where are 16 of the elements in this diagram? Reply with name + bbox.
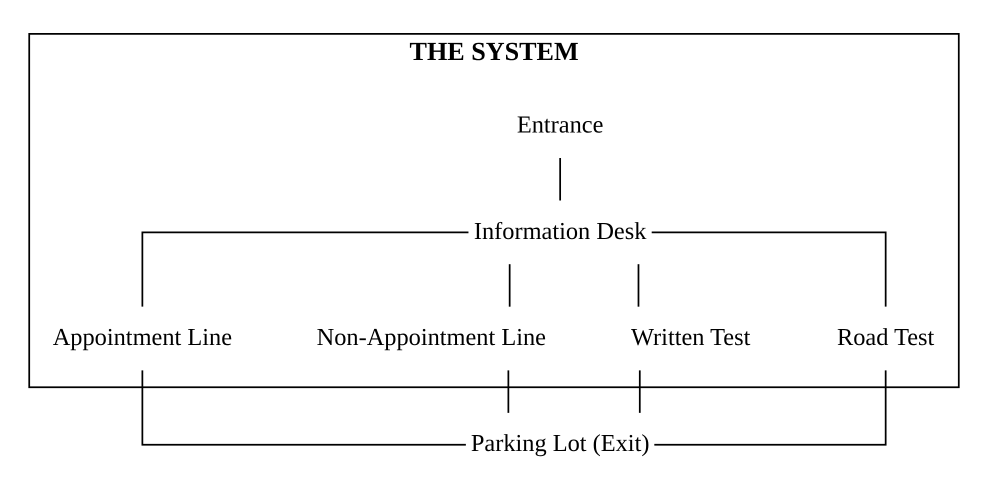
- connector: [652, 231, 887, 307]
- node-text: Information Desk: [474, 218, 646, 245]
- connector: [654, 370, 887, 446]
- connector: [638, 370, 641, 413]
- connector: [142, 231, 468, 307]
- node-text: Entrance: [516, 112, 604, 139]
- node-text: Written Test: [631, 324, 750, 351]
- connector: [508, 370, 510, 413]
- node-text: Non-Appointment Line: [316, 324, 546, 351]
- connector: [508, 264, 511, 307]
- connector: [638, 264, 640, 307]
- node-text: Parking Lot (Exit): [470, 430, 650, 458]
- node-text: Appointment Line: [52, 324, 232, 351]
- node-text: Road Test: [837, 324, 934, 351]
- connector: [142, 370, 466, 446]
- connector: [559, 158, 562, 200]
